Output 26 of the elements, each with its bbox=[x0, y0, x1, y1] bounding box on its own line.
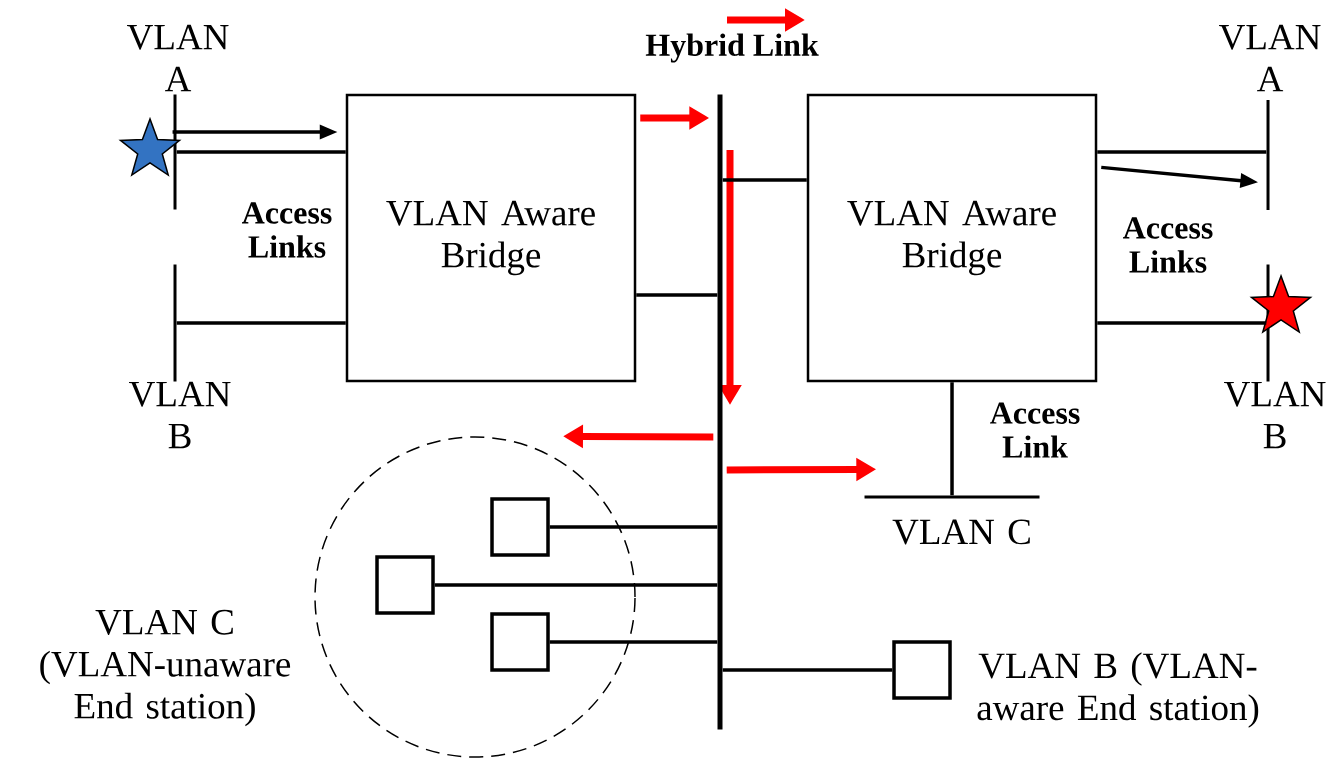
segment-label: VLAN B bbox=[129, 381, 231, 449]
segment-label: VLAN B bbox=[1224, 381, 1326, 449]
link-line bbox=[549, 525, 718, 529]
link-line bbox=[549, 640, 718, 644]
link-line bbox=[176, 150, 346, 154]
link-line bbox=[636, 293, 718, 297]
end-station-box bbox=[490, 612, 550, 672]
link-line bbox=[176, 321, 346, 325]
bridge-box: VLAN Aware Bridge bbox=[345, 93, 637, 383]
link-line bbox=[950, 382, 954, 496]
link-label: Access Links bbox=[242, 202, 332, 258]
segment-label: VLAN A bbox=[127, 24, 229, 92]
link-line bbox=[434, 583, 718, 587]
station-label: VLAN B (VLAN-aware End station) bbox=[977, 652, 1259, 728]
end-station-box bbox=[490, 497, 550, 557]
link-label: Access Links bbox=[1123, 217, 1213, 273]
segment-label: VLAN C bbox=[892, 519, 1030, 545]
link-line bbox=[722, 178, 807, 182]
link-label: Hybrid Link bbox=[645, 33, 819, 63]
segment-label: VLAN A bbox=[1219, 24, 1321, 92]
edge-label: Access Link bbox=[974, 401, 1096, 459]
station-label: VLAN C (VLAN-unaware End station) bbox=[40, 609, 291, 727]
link-line bbox=[1097, 150, 1267, 154]
end-station-box bbox=[375, 555, 435, 615]
bridge-box: VLAN Aware Bridge bbox=[806, 93, 1098, 383]
link-line bbox=[722, 668, 893, 672]
